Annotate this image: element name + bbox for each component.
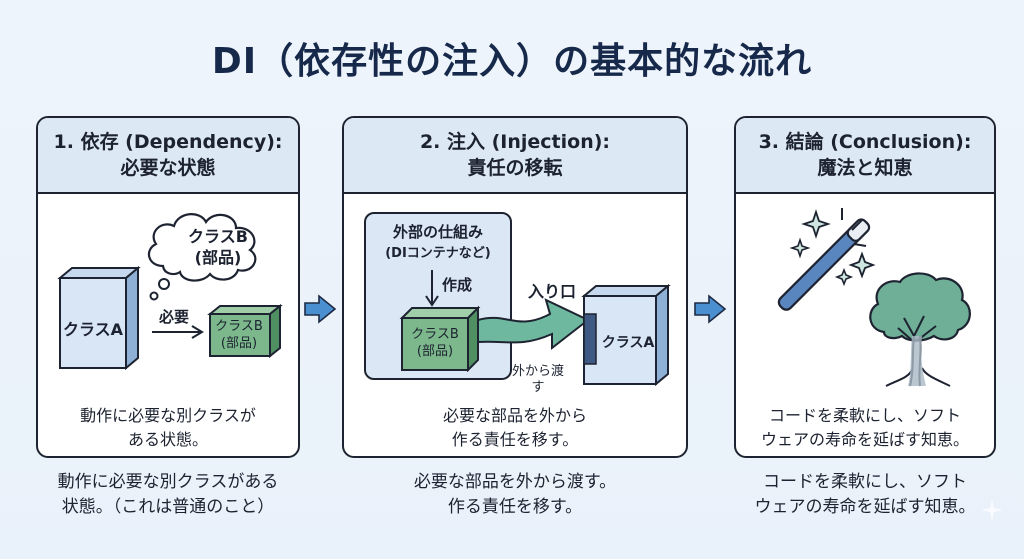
class-b-line1: クラスB bbox=[215, 319, 263, 334]
panel-heading-line1: 2. 注入 (Injection): bbox=[419, 131, 611, 153]
container-line1: 外部の仕組み bbox=[392, 223, 483, 241]
note-line2: ウェアの寿命を延ばす知恵。 bbox=[754, 497, 976, 517]
sparkle-watermark-icon bbox=[981, 499, 1003, 521]
note-line1: コードを柔軟にし、ソフト bbox=[763, 472, 967, 492]
class-a-label: クラスA bbox=[601, 335, 655, 351]
thought-line2: (部品) bbox=[194, 248, 242, 267]
di-container-label: 外部の仕組み (DIコンテナなど) bbox=[364, 222, 512, 264]
sparkle-icon bbox=[789, 208, 876, 287]
note-line2: 作る責任を移す。 bbox=[447, 497, 583, 517]
create-label: 作成 bbox=[442, 276, 473, 294]
panel-heading-line2: 魔法と知恵 bbox=[817, 157, 913, 179]
class-b-label: クラスB (部品) bbox=[208, 318, 270, 352]
panel-conclusion: 3. 結論 (Conclusion): 魔法と知恵 コードを柔軟にし、ソ bbox=[734, 116, 996, 458]
step-arrow-icon bbox=[694, 294, 727, 324]
class-a-box bbox=[57, 265, 141, 371]
thought-line1: クラスB bbox=[188, 227, 248, 246]
magic-wand-icon bbox=[777, 218, 871, 311]
caption-line1: 必要な部品を外から bbox=[442, 406, 587, 425]
container-line2: (DIコンテナなど) bbox=[385, 246, 491, 261]
class-a-label: クラスA bbox=[62, 320, 124, 339]
bottom-note-dependency: 動作に必要な別クラスがある 状態。（これは普通のこと） bbox=[20, 470, 316, 520]
panel-heading-line2: 責任の移転 bbox=[467, 157, 563, 179]
panel-caption: 動作に必要な別クラスが ある状態。 bbox=[38, 404, 298, 452]
caption-line2: ウェアの寿命を延ばす知恵。 bbox=[760, 430, 969, 449]
class-b-box bbox=[399, 305, 481, 372]
class-a-box bbox=[581, 283, 671, 387]
panel-heading-line1: 1. 依存 (Dependency): bbox=[53, 131, 283, 153]
panel-heading-line2: 必要な状態 bbox=[120, 157, 216, 179]
panel-injection: 2. 注入 (Injection): 責任の移転 外部の仕組み (DIコンテナな… bbox=[342, 116, 688, 458]
caption-line2: ある状態。 bbox=[127, 430, 208, 449]
note-line1: 動作に必要な別クラスがある bbox=[57, 472, 279, 492]
panel-body: クラスB (部品) クラスA 必要 クラスB (部品) 動作に必要な別クラスが bbox=[38, 194, 298, 456]
note-line2: 状態。（これは普通のこと） bbox=[61, 497, 275, 517]
panel-caption: 必要な部品を外から 作る責任を移す。 bbox=[344, 404, 686, 452]
pass-line1: 外から渡 bbox=[511, 364, 564, 379]
thought-bubble-text: クラスB (部品) bbox=[178, 226, 258, 268]
diagram-title: DI（依存性の注入）の基本的な流れ bbox=[211, 41, 813, 82]
bottom-note-conclusion: コードを柔軟にし、ソフト ウェアの寿命を延ばす知恵。 bbox=[728, 470, 1002, 520]
create-arrow-icon bbox=[425, 270, 439, 307]
dependency-arrow-icon bbox=[152, 325, 204, 339]
panel-dependency: 1. 依存 (Dependency): 必要な状態 クラスB (部品) クラスA… bbox=[36, 116, 300, 458]
panel-body: コードを柔軟にし、ソフト ウェアの寿命を延ばす知恵。 bbox=[736, 194, 994, 456]
caption-line1: コードを柔軟にし、ソフト bbox=[768, 406, 961, 425]
panel-header: 3. 結論 (Conclusion): 魔法と知恵 bbox=[736, 118, 994, 194]
panel-body: 外部の仕組み (DIコンテナなど) 作成 クラスB (部品) 入り口 外から渡 … bbox=[344, 194, 686, 456]
class-b-label: クラスB (部品) bbox=[402, 326, 468, 360]
tree-icon bbox=[869, 272, 971, 387]
class-b-line2: (部品) bbox=[416, 344, 454, 359]
need-label: 必要 bbox=[158, 308, 189, 326]
caption-line1: 動作に必要な別クラスが bbox=[80, 406, 256, 425]
class-b-box bbox=[207, 303, 283, 359]
panel-heading-line1: 3. 結論 (Conclusion): bbox=[758, 131, 972, 153]
bottom-note-injection: 必要な部品を外から渡す。 作る責任を移す。 bbox=[342, 470, 688, 520]
pass-line2: す bbox=[531, 380, 545, 395]
thought-bubble-icon bbox=[147, 213, 257, 301]
note-line1: 必要な部品を外から渡す。 bbox=[413, 472, 617, 492]
step-arrow-icon bbox=[304, 294, 337, 324]
class-b-line2: (部品) bbox=[220, 336, 258, 351]
class-b-line1: クラスB bbox=[411, 327, 459, 342]
panel-caption: コードを柔軟にし、ソフト ウェアの寿命を延ばす知恵。 bbox=[736, 404, 994, 452]
injection-arrow-icon bbox=[477, 298, 590, 351]
entry-label: 入り口 bbox=[527, 282, 576, 301]
panel-header: 2. 注入 (Injection): 責任の移転 bbox=[344, 118, 686, 194]
pass-from-outside-label: 外から渡 す bbox=[508, 364, 568, 396]
panel-header: 1. 依存 (Dependency): 必要な状態 bbox=[38, 118, 298, 194]
caption-line2: 作る責任を移す。 bbox=[451, 430, 579, 449]
